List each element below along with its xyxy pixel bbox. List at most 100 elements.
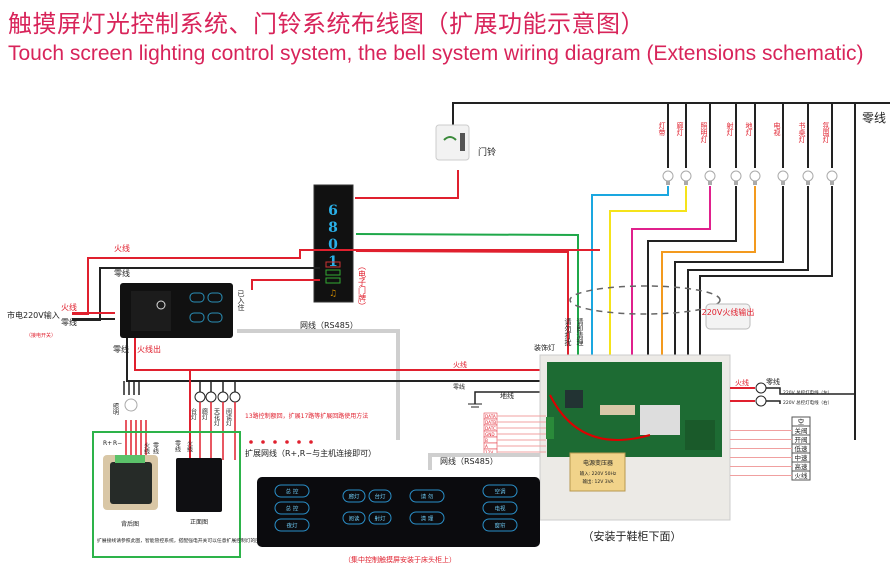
top-light-label: 氛围灯 bbox=[822, 121, 830, 144]
bedside-button-label: 阅读 bbox=[348, 515, 360, 523]
extension-note: 13路控制额回，扩展17路等扩展回路使用方法 bbox=[245, 412, 368, 420]
live-neutral-bus: 零线 火线出 火线 零线 地线 bbox=[113, 338, 545, 460]
side-lamps: 台灯廊灯天花灯阅读灯 照明 bbox=[112, 381, 241, 460]
ac-terminal-label: 空 bbox=[798, 417, 805, 426]
mains-input-note: （接电开关） bbox=[26, 332, 56, 339]
output-220v-label: 220V火线输出 bbox=[702, 307, 755, 317]
lighting-label: 照明 bbox=[112, 403, 119, 416]
side-lamp-icon bbox=[205, 391, 217, 403]
live-wire-top-label: 火线 bbox=[114, 243, 130, 253]
rs485-terminal-label: DATA bbox=[485, 414, 496, 419]
ac-terminal-label: 开阀 bbox=[795, 435, 808, 444]
bulb-icon bbox=[680, 170, 692, 182]
neutral-wire-input-label: 零线 bbox=[61, 317, 77, 327]
bedside-button[interactable] bbox=[409, 489, 445, 503]
bulb-icon bbox=[749, 170, 761, 182]
panel-neutral-label-2: 零线 bbox=[174, 440, 181, 452]
doorbell-label: 门铃 bbox=[478, 146, 496, 158]
side-lamp-label: 阅读灯 bbox=[225, 407, 232, 427]
side-lamp-label: 台灯 bbox=[190, 407, 197, 421]
top-light-label: 地灯 bbox=[745, 121, 753, 137]
bedside-button-label: 请 勿 bbox=[421, 493, 434, 501]
cabinet-caption: （安装于鞋柜下面） bbox=[583, 529, 682, 543]
ac-terminal-label: 火线 bbox=[795, 471, 809, 480]
bulb-base bbox=[684, 181, 688, 185]
bedside-button[interactable] bbox=[482, 484, 518, 498]
front-view-label: 正面图 bbox=[190, 519, 208, 526]
master-lamp: 火线 零线 220V 总控灯电线（左） 220V 总控灯电线（右） bbox=[730, 377, 855, 407]
r-plus-label: R+ bbox=[103, 440, 112, 447]
live-right-label: 火线 bbox=[735, 378, 749, 387]
bulb-icon bbox=[730, 170, 742, 182]
lamp-right-label: 220V 总控灯电线（右） bbox=[783, 399, 832, 406]
bedside-button[interactable] bbox=[482, 501, 518, 515]
bedside-button-label: 总 控 bbox=[286, 505, 299, 513]
bedside-button-label: 夜灯 bbox=[286, 522, 298, 530]
title-english: Touch screen lighting control system, th… bbox=[8, 42, 864, 65]
light-wire bbox=[674, 186, 784, 360]
neutral-mid-label: 零线 bbox=[453, 383, 465, 391]
bedside-button[interactable] bbox=[368, 511, 392, 525]
top-light-label: 廊灯 bbox=[676, 121, 684, 137]
transformer-input: 输入: 220V 50Hz bbox=[580, 470, 617, 477]
do-not-disturb-label: 请勿打扰 bbox=[564, 317, 572, 347]
side-lamp-icon bbox=[217, 391, 229, 403]
bedside-button-label: 总 控 bbox=[286, 488, 299, 496]
bedside-button-label: 台灯 bbox=[374, 493, 386, 501]
rs485-terminal-label: GND bbox=[485, 432, 495, 437]
doorbell: 门铃 bbox=[355, 124, 496, 199]
top-light-label: 射灯 bbox=[726, 121, 734, 137]
bedside-button-label: 清 理 bbox=[421, 515, 434, 523]
light-wire bbox=[699, 186, 833, 360]
bedside-button[interactable] bbox=[342, 511, 366, 525]
bedside-button[interactable] bbox=[482, 518, 518, 532]
bedside-button[interactable] bbox=[342, 489, 366, 503]
rs485-terminal-label: 12V bbox=[485, 450, 493, 455]
rs485-terminal-label: DATC bbox=[485, 426, 496, 431]
live-out-label: 火线出 bbox=[137, 344, 161, 354]
lighting-bulb-icon bbox=[124, 398, 138, 412]
bedside-button-label: 射灯 bbox=[374, 515, 386, 523]
r-minus-label: R− bbox=[113, 440, 122, 447]
bulb-icon bbox=[802, 170, 814, 182]
bedside-button-label: 窗帘 bbox=[494, 522, 506, 530]
occupied-label: 已入住 bbox=[237, 290, 245, 311]
rs485-label-2: 网线（RS485） bbox=[440, 456, 498, 466]
side-lamp-label: 天花灯 bbox=[213, 408, 220, 427]
bedside-button[interactable] bbox=[274, 484, 310, 498]
bulb-icon bbox=[777, 170, 789, 182]
live-wire-input-label: 火线 bbox=[61, 302, 77, 312]
door-plate: 6 8 0 1 ♫ （电子门牌） bbox=[313, 184, 367, 310]
bedside-button-label: 空调 bbox=[494, 488, 506, 496]
side-lamp-icon bbox=[194, 391, 206, 403]
back-view-label: 背后图 bbox=[121, 520, 139, 528]
live-mid-label: 火线 bbox=[453, 360, 467, 369]
panel-live-label: 火线 bbox=[186, 440, 193, 452]
door-number-6: 6 bbox=[328, 203, 338, 219]
ac-terminal-label: 低速 bbox=[795, 444, 809, 453]
bedside-button[interactable] bbox=[409, 511, 445, 525]
bulb-base bbox=[806, 181, 810, 185]
ac-terminal-label: 中速 bbox=[795, 453, 809, 462]
door-plate-caption: （电子门牌） bbox=[358, 262, 367, 310]
ground-wire-label: 地线 bbox=[500, 391, 514, 400]
light-wire bbox=[631, 186, 711, 360]
bedside-control-panel: 总 控总 控夜灯廊灯台灯阅读射灯请 勿清 理空调电视窗帘 bbox=[257, 477, 540, 547]
bedside-button[interactable] bbox=[368, 489, 392, 503]
mains-input-label: 市电220V输入 bbox=[7, 310, 60, 320]
neutral-line-top-label: 零线 bbox=[862, 111, 886, 125]
extension-network-label: 扩展网线（R+,R−与主机连接即可） bbox=[245, 448, 376, 458]
panel-neutral-label: 零线 bbox=[113, 344, 129, 354]
bedside-button[interactable] bbox=[274, 501, 310, 515]
decor-light-label: 装饰灯 bbox=[534, 343, 555, 352]
neutral-right-label: 零线 bbox=[766, 377, 780, 386]
side-lamp-label: 廊灯 bbox=[201, 407, 208, 421]
extension-box: R+ R− 火线 零线 零线 火线 背后图 正面图 扩展接线请参照此图，智能管控… bbox=[92, 431, 265, 558]
rs485-label-1: 网线（RS485） bbox=[300, 320, 358, 330]
bedside-button[interactable] bbox=[274, 518, 310, 532]
box-live-label: 火线 bbox=[143, 442, 150, 454]
rs485-terminal-label: DATB bbox=[485, 420, 496, 425]
bulb-icon bbox=[662, 170, 674, 182]
